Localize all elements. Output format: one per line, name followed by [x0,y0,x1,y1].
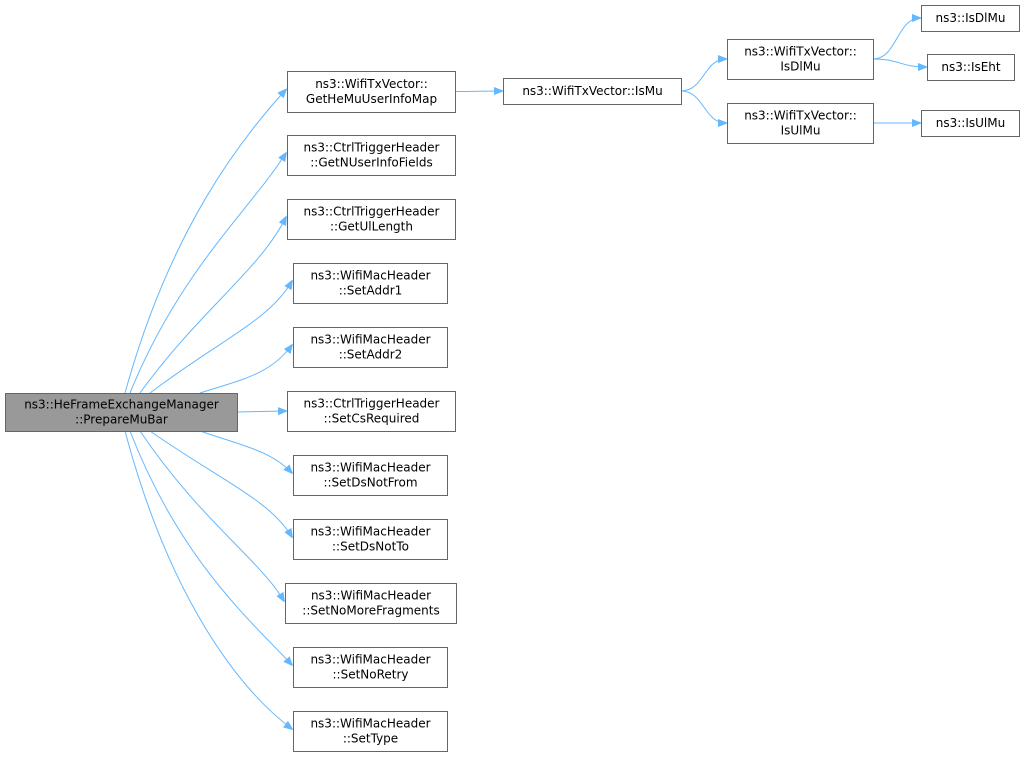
edge-root-to-getNUserInfoFields [129,153,286,394]
edge-isMu-to-txIsUlMu [680,90,726,123]
edge-txIsDlMu-to-isEht [872,58,926,67]
node-setNoMoreFragments[interactable]: ns3::WifiMacHeader::SetNoMoreFragments [285,583,457,624]
root-node: ns3::HeFrameExchangeManager::PrepareMuBa… [5,393,238,432]
edge-root-to-setType [124,430,292,729]
node-txIsUlMu[interactable]: ns3::WifiTxVector::IsUlMu [727,103,874,144]
node-box[interactable] [287,135,456,176]
edge-root-to-setNoRetry [129,430,292,665]
edges [124,18,926,729]
nodes: ns3::HeFrameExchangeManager::PrepareMuBa… [5,5,1020,752]
node-box[interactable] [503,78,682,105]
edge-root-to-setAddr1 [149,281,292,394]
edge-root-to-setCsRequired [236,411,286,412]
node-setAddr1[interactable]: ns3::WifiMacHeader::SetAddr1 [293,263,448,304]
node-setDsNotFrom[interactable]: ns3::WifiMacHeader::SetDsNotFrom [293,455,448,496]
node-box[interactable] [293,519,448,560]
node-box[interactable] [293,263,448,304]
node-setNoRetry[interactable]: ns3::WifiMacHeader::SetNoRetry [293,647,448,688]
node-box[interactable] [727,103,874,144]
node-box[interactable] [293,455,448,496]
node-txIsDlMu[interactable]: ns3::WifiTxVector::IsDlMu [727,39,874,80]
node-box[interactable] [921,110,1020,137]
node-box[interactable] [287,391,456,432]
node-box[interactable] [287,199,456,240]
node-box[interactable] [293,647,448,688]
node-setAddr2[interactable]: ns3::WifiMacHeader::SetAddr2 [293,327,448,368]
node-isMu[interactable]: ns3::WifiTxVector::IsMu [503,78,682,105]
edge-getHeMuUserInfoMap-to-isMu [454,91,502,92]
node-box[interactable] [285,583,457,624]
edge-root-to-setDsNotFrom [199,430,292,473]
edge-root-to-getHeMuUserInfoMap [124,90,286,394]
node-setType[interactable]: ns3::WifiMacHeader::SetType [293,711,448,752]
node-box[interactable] [921,5,1020,32]
edge-root-to-setDsNotTo [149,430,292,537]
node-getUlLength[interactable]: ns3::CtrlTriggerHeader::GetUlLength [287,199,456,240]
node-getHeMuUserInfoMap[interactable]: ns3::WifiTxVector::GetHeMuUserInfoMap [287,71,456,113]
node-box [5,393,238,432]
node-setCsRequired[interactable]: ns3::CtrlTriggerHeader::SetCsRequired [287,391,456,432]
node-box[interactable] [927,54,1015,81]
node-box[interactable] [727,39,874,80]
node-box[interactable] [287,71,456,113]
node-box[interactable] [293,327,448,368]
node-getNUserInfoFields[interactable]: ns3::CtrlTriggerHeader::GetNUserInfoFiel… [287,135,456,176]
node-isEht[interactable]: ns3::IsEht [927,54,1015,81]
edge-txIsDlMu-to-isDlMu [872,18,920,60]
edge-root-to-getUlLength [139,217,286,394]
edge-root-to-setAddr2 [199,345,292,394]
edge-root-to-setNoMoreFragments [139,430,284,601]
edge-isMu-to-txIsDlMu [680,59,726,92]
node-setDsNotTo[interactable]: ns3::WifiMacHeader::SetDsNotTo [293,519,448,560]
node-box[interactable] [293,711,448,752]
node-isDlMu[interactable]: ns3::IsDlMu [921,5,1020,32]
node-isUlMu[interactable]: ns3::IsUlMu [921,110,1020,137]
